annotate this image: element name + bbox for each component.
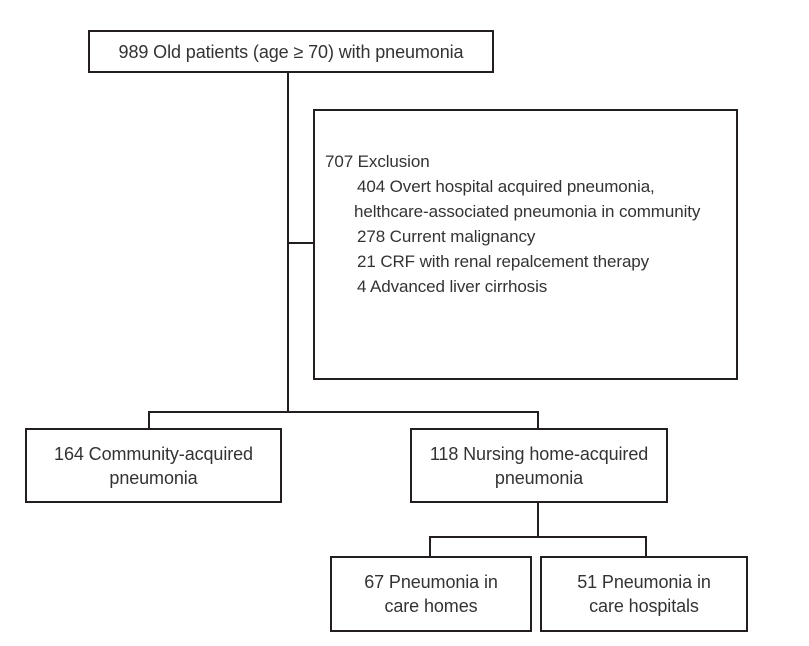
connector-second-split xyxy=(429,536,647,538)
care-homes-box: 67 Pneumonia in care homes xyxy=(330,556,532,632)
community-acquired-box: 164 Community-acquired pneumonia xyxy=(25,428,282,503)
community-acquired-line1: 164 Community-acquired xyxy=(54,443,253,464)
exclusion-item: 4 Advanced liver cirrhosis xyxy=(357,277,548,296)
community-acquired-line2: pneumonia xyxy=(109,467,198,488)
care-hospitals-box: 51 Pneumonia in care hospitals xyxy=(540,556,748,632)
exclusion-item: 278 Current malignancy xyxy=(357,227,536,246)
connector-drop-nhap xyxy=(537,413,539,429)
connector-nhap-down xyxy=(537,503,539,537)
exclusion-item-continuation: helthcare-associated pneumonia in commun… xyxy=(354,202,701,221)
connector-top-to-split xyxy=(287,72,289,413)
exclusion-title: 707 Exclusion xyxy=(325,152,430,171)
connector-first-split xyxy=(148,411,539,413)
connector-drop-care-hospitals xyxy=(645,538,647,557)
exclusion-item: 21 CRF with renal repalcement therapy xyxy=(357,252,650,271)
nursing-home-acquired-box: 118 Nursing home-acquired pneumonia xyxy=(410,428,668,503)
care-hospitals-line2: care hospitals xyxy=(589,596,699,616)
nursing-home-acquired-line2: pneumonia xyxy=(494,467,584,488)
enrollment-box-text: 989 Old patients (age ≥ 70) with pneumon… xyxy=(118,41,464,62)
care-hospitals-line1: 51 Pneumonia in xyxy=(577,572,711,592)
exclusion-item: 404 Overt hospital acquired pneumonia, xyxy=(357,177,655,196)
enrollment-box: 989 Old patients (age ≥ 70) with pneumon… xyxy=(88,30,494,73)
care-homes-line1: 67 Pneumonia in xyxy=(364,572,498,592)
connector-drop-care-homes xyxy=(429,538,431,557)
nursing-home-acquired-line1: 118 Nursing home-acquired xyxy=(429,443,649,464)
connector-to-exclusion-box xyxy=(289,242,313,244)
exclusion-box: 707 Exclusion 404 Overt hospital acquire… xyxy=(313,109,738,380)
care-homes-line2: care homes xyxy=(384,596,478,616)
connector-drop-cap xyxy=(148,413,150,429)
